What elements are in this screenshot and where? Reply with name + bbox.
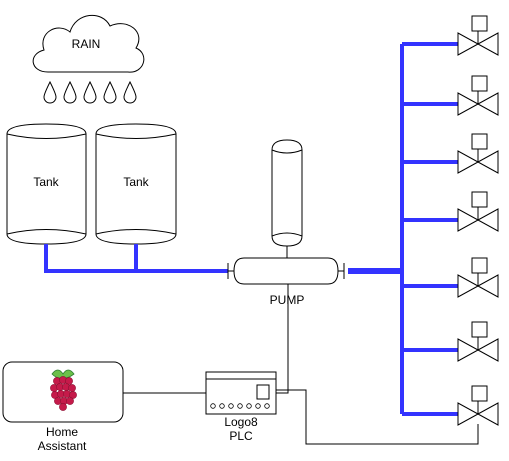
plc-icon bbox=[205, 371, 277, 415]
raspberry-berry bbox=[68, 384, 76, 392]
pump-icon bbox=[227, 257, 345, 285]
pump-vessel-icon bbox=[271, 139, 303, 258]
valve-icon bbox=[457, 385, 499, 426]
valve-icon bbox=[457, 257, 499, 298]
home-assistant-label-1: Home bbox=[45, 425, 78, 439]
tank-1-label: Tank bbox=[33, 175, 59, 189]
tank-1-icon bbox=[6, 123, 87, 245]
raindrops bbox=[43, 80, 137, 104]
home-assistant-label-2: Assistant bbox=[37, 439, 87, 453]
raindrop-icon bbox=[83, 80, 97, 104]
pump-label: PUMP bbox=[269, 293, 305, 307]
tank-2-label: Tank bbox=[123, 175, 149, 189]
raspberry-pi-icon bbox=[50, 369, 77, 411]
valve-icon bbox=[457, 191, 499, 232]
raindrop-icon bbox=[123, 80, 137, 104]
plc-indicator bbox=[219, 403, 225, 409]
valve-icon bbox=[457, 321, 499, 362]
plc-indicator bbox=[210, 403, 216, 409]
pipes bbox=[44, 42, 458, 416]
raspberry-berry bbox=[66, 397, 74, 405]
plc-label-2: PLC bbox=[229, 429, 253, 443]
tank-pipe bbox=[44, 244, 228, 273]
plc-indicator bbox=[228, 403, 234, 409]
plc-indicator bbox=[255, 403, 261, 409]
raspberry-berry bbox=[59, 403, 67, 411]
tank-2-icon bbox=[95, 123, 177, 245]
control-wires bbox=[123, 284, 479, 445]
raindrop-icon bbox=[43, 80, 57, 104]
valves bbox=[457, 15, 499, 426]
plc-label-1: Logo8 bbox=[224, 415, 258, 429]
plc-indicator bbox=[264, 403, 270, 409]
plc-indicator bbox=[237, 403, 243, 409]
raindrop-icon bbox=[63, 80, 77, 104]
raindrop-icon bbox=[103, 80, 117, 104]
rain-label: RAIN bbox=[71, 37, 101, 51]
valve-icon bbox=[457, 133, 499, 174]
cloud-icon bbox=[32, 14, 145, 73]
valve-icon bbox=[457, 15, 499, 56]
plc-indicator bbox=[246, 403, 252, 409]
branch-pipes bbox=[402, 42, 458, 416]
valve-icon bbox=[457, 75, 499, 116]
